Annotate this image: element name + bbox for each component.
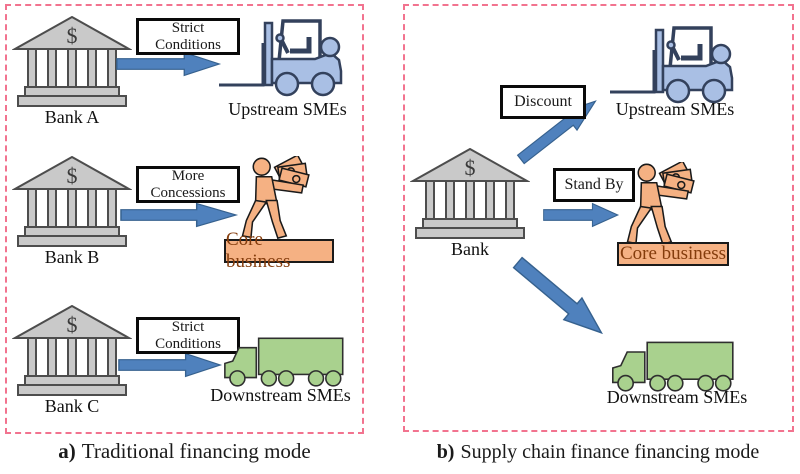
bank-a-label: Bank A [44, 107, 100, 127]
standby-box: Stand By [553, 168, 635, 202]
arrow-bank-c-to-downstream [118, 352, 221, 378]
concessions-box-line2: Concessions [150, 184, 226, 201]
standby-box-label: Stand By [564, 176, 624, 194]
conditions-box-bank-a-line1: Strict [171, 19, 205, 36]
forklift-icon [608, 20, 738, 104]
core-business-label: Core business [224, 229, 334, 272]
concessions-box-bank-b: More Concessions [136, 166, 240, 203]
arrow-bank-b-to-core [120, 202, 237, 228]
truck-icon [224, 337, 344, 387]
bank-c: Bank C [12, 305, 132, 417]
standby-arrow [543, 202, 619, 228]
downstream-smes-label: Downstream SMEs [606, 387, 748, 407]
caption-b: b)Supply chain finance financing mode [398, 441, 798, 464]
person-money-icon [626, 162, 695, 245]
bank-a: Bank A [12, 16, 132, 128]
bank-icon [14, 305, 130, 396]
bank-b: Bank B [12, 156, 132, 268]
caption-a-text: Traditional financing mode [81, 439, 311, 463]
forklift-icon [217, 13, 347, 97]
panel-b-frame: Bank Discount Upstream SMEs Stand By Cor… [403, 4, 794, 432]
downstream-smes-label: Downstream SMEs [210, 385, 351, 405]
conditions-box-bank-c: Strict Conditions [136, 317, 240, 354]
core-business-label: Core business [617, 242, 729, 266]
conditions-box-bank-a-line2: Conditions [155, 36, 221, 53]
conditions-box-bank-c-line1: Strict [171, 318, 205, 335]
upstream-smes-label: Upstream SMEs [615, 99, 735, 119]
caption-b-prefix: b) [436, 441, 455, 463]
caption-a-prefix: a) [58, 439, 76, 463]
discount-box-label: Discount [514, 93, 572, 111]
bank-icon [412, 148, 528, 239]
caption-b-text: Supply chain finance financing mode [460, 441, 760, 463]
bank-label: Bank [451, 239, 489, 259]
bank-icon [14, 156, 130, 247]
bank-icon [14, 16, 130, 107]
conditions-box-bank-a: Strict Conditions [136, 18, 240, 55]
upstream-smes-label: Upstream SMEs [228, 99, 347, 119]
truck-icon [611, 341, 734, 392]
bank-c-label: Bank C [44, 396, 100, 416]
caption-a: a)Traditional financing mode [5, 439, 364, 464]
bank: Bank [410, 148, 530, 260]
concessions-box-line1: More [171, 167, 205, 184]
conditions-box-bank-c-line2: Conditions [155, 335, 221, 352]
panel-a-frame: Bank A Strict Conditions Upstream SMEs B… [5, 4, 364, 434]
bank-b-label: Bank B [44, 247, 100, 267]
bank-to-downstream-arrow [508, 251, 612, 345]
discount-box: Discount [500, 85, 586, 119]
